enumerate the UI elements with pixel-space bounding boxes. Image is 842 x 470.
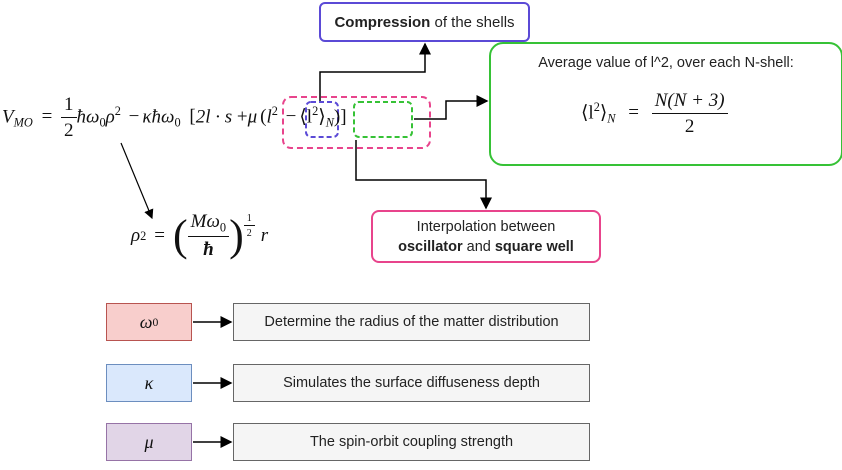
eq-hbar-omega: ħω (76, 106, 100, 128)
rho-symbol: ρ (131, 225, 141, 247)
compression-box: Compression of the shells (319, 2, 530, 42)
eq-l: l (266, 106, 272, 128)
eq-plus: + (236, 106, 248, 128)
avg-lhs-sup: 2 (593, 99, 600, 114)
eq-avg-close: ⟩ (318, 106, 326, 128)
dashed-bracket-highlight (282, 96, 431, 149)
param-kappa-description: Simulates the surface diffuseness depth (233, 364, 590, 402)
rho-num-sub: 0 (219, 220, 227, 235)
eq-avg-open: ⟨l (299, 106, 313, 128)
eq-kappa-term: κħω (142, 106, 175, 128)
avg-num: N(N + 3) (651, 90, 728, 114)
avg-fraction: N(N + 3)2 (651, 90, 728, 138)
average-formula: ⟨l2⟩N = N(N + 3)2 (581, 90, 728, 138)
interpolation-box: Interpolation between oscillator and squ… (371, 210, 601, 263)
eq-rho-sup: 2 (114, 103, 121, 118)
avg-lhs: ⟨l (581, 102, 594, 124)
avg-den: 2 (684, 116, 695, 137)
param-omega-symbol: ω (139, 311, 153, 332)
rho-den: ħ (203, 239, 214, 261)
average-value-box: Average value of l^2, over each N-shell:… (489, 42, 842, 166)
eq-half-den: 2 (64, 120, 74, 141)
arrow-to-interpolation (355, 140, 492, 210)
rho-sup: 2 (140, 228, 147, 243)
eq-v: V (2, 106, 14, 128)
eq-paren-close: ) (333, 106, 341, 128)
eq-avg-sub: N (325, 115, 334, 130)
arrow-to-average (414, 95, 489, 120)
interpolation-bold-square-well: square well (494, 238, 574, 255)
param-omega-description: Determine the radius of the matter distr… (233, 303, 590, 341)
rho-exp-den: 2 (246, 228, 252, 239)
rho-paren-close: ) (229, 211, 244, 261)
param-kappa-symbol: κ (144, 372, 154, 393)
dashed-average-highlight (353, 101, 413, 138)
arrow-to-compression (319, 42, 431, 101)
compression-rest: of the shells (430, 13, 515, 31)
rho-exp-num: 1 (243, 213, 255, 226)
eq-bracket-open: [ (189, 106, 196, 128)
eq-omega-sub: 0 (99, 115, 106, 130)
param-mu-symbol: μ (144, 431, 154, 452)
avg-lhs-sub: N (607, 111, 616, 126)
avg-lhs-close: ⟩ (599, 102, 608, 124)
param-mu-box: μ (106, 423, 192, 461)
eq-kappa-sub: 0 (174, 115, 181, 130)
eq-avg-sup: 2 (312, 103, 319, 118)
interpolation-bold-oscillator: oscillator (398, 238, 463, 255)
interpolation-line1: Interpolation between (416, 218, 556, 235)
eq-minus-2: − (285, 106, 297, 128)
eq-bracket-close: ] (340, 106, 347, 128)
eq-v-sub: MO (13, 115, 33, 130)
param-omega-sub: 0 (152, 315, 159, 329)
compression-bold: Compression (334, 13, 431, 31)
avg-eq: = (628, 102, 639, 124)
dashed-l-squared-highlight (305, 101, 339, 138)
param-mu-description: The spin-orbit coupling strength (233, 423, 590, 461)
rho-paren-open: ( (173, 211, 188, 261)
rho-r: r (260, 225, 269, 247)
arrow-to-rho-definition (120, 142, 154, 220)
eq-two-l-s: 2l · s (195, 106, 233, 128)
eq-rho: ρ (105, 106, 115, 128)
param-kappa-box: κ (106, 364, 192, 402)
eq-minus: − (128, 106, 140, 128)
interpolation-mid: and (462, 238, 495, 255)
average-value-title: Average value of l^2, over each N-shell: (538, 55, 794, 71)
eq-equals: = (41, 106, 53, 128)
eq-l-sup: 2 (271, 103, 278, 118)
eq-mu: μ (247, 106, 258, 128)
rho-num: Mω (190, 211, 220, 232)
rho-equals: = (154, 225, 166, 247)
eq-half-num: 1 (61, 94, 77, 118)
